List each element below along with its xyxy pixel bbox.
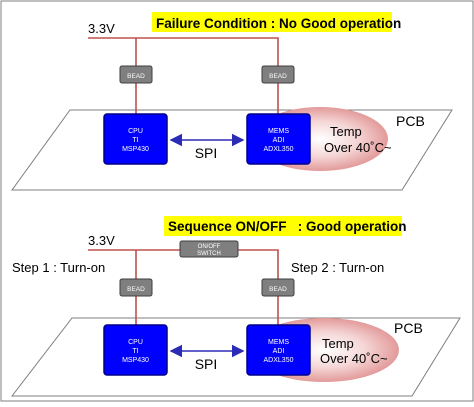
top-mems-line1: MEMS xyxy=(268,128,289,135)
bottom-title: Sequence ON/OFF : Good operation xyxy=(168,219,407,234)
top-mems-chip xyxy=(246,113,311,165)
top-temp-line2: Over 40˚C~ xyxy=(324,140,392,155)
bottom-temp-line2: Over 40˚C~ xyxy=(320,351,388,366)
bottom-power-rail-right xyxy=(238,249,279,325)
bottom-bead-right-label: BEAD xyxy=(269,286,287,293)
top-bead-left xyxy=(119,65,153,84)
bottom-bead-left xyxy=(119,278,153,297)
top-title: Failure Condition : No Good operation xyxy=(156,16,401,31)
top-bead-right xyxy=(261,65,295,84)
bottom-cpu-chip xyxy=(103,324,168,376)
bottom-title-highlight xyxy=(164,216,402,236)
top-cpu-chip xyxy=(103,113,168,165)
top-mems-line2: ADI xyxy=(273,137,285,144)
bottom-spi-label: SPI xyxy=(195,356,218,372)
bottom-bead-right xyxy=(261,278,295,297)
bottom-cpu-line2: TI xyxy=(132,348,138,355)
top-cpu-line2: TI xyxy=(132,137,138,144)
top-temp-line1: Temp xyxy=(330,124,362,139)
top-power-rail xyxy=(88,37,279,114)
bottom-mems-line3: ADXL350 xyxy=(264,357,294,364)
bottom-bead-left-label: BEAD xyxy=(127,286,145,293)
bottom-switch-line1: ON/OFF xyxy=(198,244,221,250)
bottom-step2-label: Step 2 : Turn-on xyxy=(291,260,384,275)
top-diagram: Failure Condition : No Good operation 3.… xyxy=(11,12,453,191)
bottom-cpu-line3: MSP430 xyxy=(122,357,149,364)
top-title-highlight xyxy=(152,12,392,32)
bottom-diagram: Sequence ON/OFF : Good operation 3.3V PC… xyxy=(10,216,461,397)
bottom-cpu-line1: CPU xyxy=(128,339,143,346)
top-voltage-label: 3.3V xyxy=(88,21,115,36)
top-bead-right-label: BEAD xyxy=(269,73,287,80)
bottom-pcb-label: PCB xyxy=(394,320,423,336)
top-mems-line3: ADXL350 xyxy=(264,146,294,153)
bottom-mems-line1: MEMS xyxy=(268,339,289,346)
bottom-onoff-switch xyxy=(179,240,239,258)
bottom-voltage-label: 3.3V xyxy=(88,233,115,248)
top-bead-left-label: BEAD xyxy=(127,73,145,80)
bottom-switch-line2: SWITCH xyxy=(197,251,221,257)
bottom-step1-label: Step 1 : Turn-on xyxy=(12,260,105,275)
bottom-mems-line2: ADI xyxy=(273,348,285,355)
top-cpu-line1: CPU xyxy=(128,128,143,135)
bottom-mems-chip xyxy=(246,324,311,376)
bottom-temp-line1: Temp xyxy=(322,336,354,351)
top-pcb-label: PCB xyxy=(396,113,425,129)
top-spi-label: SPI xyxy=(195,145,218,161)
top-cpu-line3: MSP430 xyxy=(122,146,149,153)
